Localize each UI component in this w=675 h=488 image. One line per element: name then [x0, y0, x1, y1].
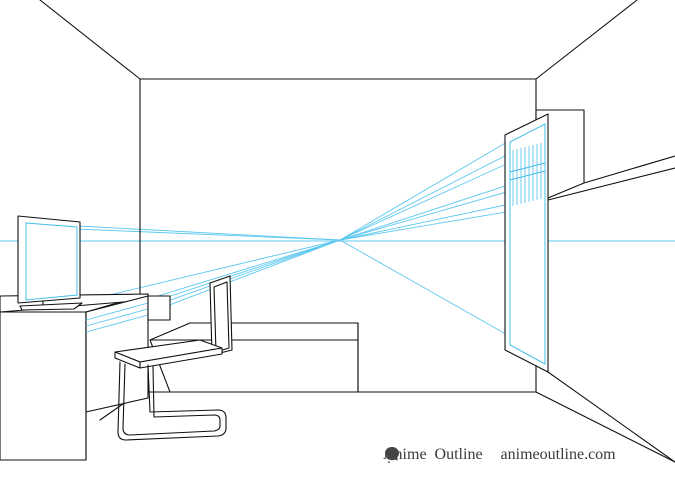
desk [0, 293, 171, 461]
bookshelf-inner-guide [509, 123, 546, 365]
watermark: Anime Outline animeoutline.com [383, 446, 616, 464]
desk-front-panel [0, 311, 87, 461]
chair-frame-outer [117, 361, 227, 441]
chair-seat-side [139, 347, 223, 369]
ceiling-edge-right [535, 0, 638, 80]
wall-counter-bottom [547, 167, 675, 201]
chair [114, 275, 233, 441]
ceiling-edge-left [39, 0, 141, 80]
chair-frame-inner [122, 363, 221, 436]
guide-monitor-bottom [79, 239, 341, 303]
chair-backrest-inner [213, 281, 230, 353]
right-wall-furniture [504, 109, 675, 463]
desk-drawer [147, 295, 171, 321]
site-url-text: animeoutline.com [500, 446, 616, 463]
bookshelf [504, 113, 549, 373]
monitor-screen [17, 215, 81, 304]
floor-edge-right [535, 391, 675, 463]
bookshelf-books [509, 143, 546, 206]
head-silhouette-svg [385, 447, 399, 463]
guide-monitor-top-right [77, 225, 341, 241]
brand-outline-text: Outline [434, 446, 483, 463]
wall-counter-top [583, 155, 675, 184]
monitor-screen-guide [25, 222, 78, 301]
floor-ray [547, 371, 675, 463]
monitor-stand [19, 302, 83, 311]
monitor [17, 215, 83, 311]
